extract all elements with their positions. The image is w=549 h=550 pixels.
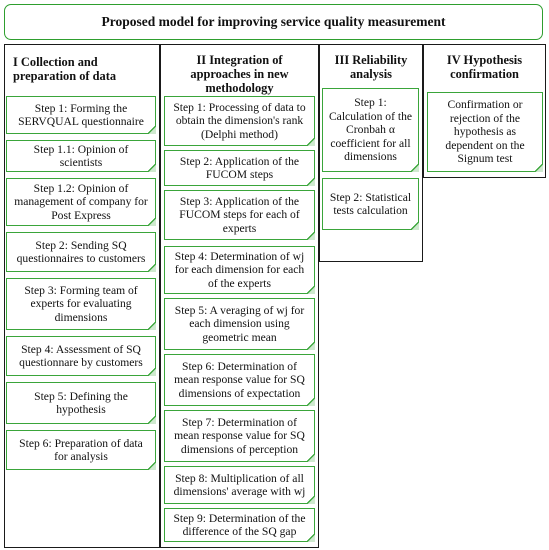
- step-box: Step 1: Forming the SERVQUAL questionnai…: [6, 96, 156, 134]
- step-box: Step 2: Application of the FUCOM steps: [164, 150, 315, 186]
- step-box: Confirmation or rejection of the hypothe…: [427, 92, 543, 172]
- column-heading: III Reliability analysis: [334, 53, 408, 81]
- step-box: Step 7: Determination of mean response v…: [164, 410, 315, 462]
- step-box: Step 5: Defining the hypothesis: [6, 382, 156, 424]
- step-box: Step 2: Statistical tests calculation: [322, 178, 419, 230]
- step-box: Step 3: Application of the FUCOM steps f…: [164, 190, 315, 240]
- step-box: Step 1.2: Opinion of management of compa…: [6, 178, 156, 226]
- step-box: Step 2: Sending SQ questionnaires to cus…: [6, 232, 156, 272]
- step-box: Step 9: Determination of the difference …: [164, 508, 315, 542]
- step-box: Step 1: Calculation of the Cronbah α coe…: [322, 88, 419, 172]
- step-box: Step 8: Multiplication of all dimensions…: [164, 466, 315, 504]
- step-box: Step 1: Processing of data to obtain the…: [164, 96, 315, 146]
- column-heading: I Collection and preparation of data: [13, 55, 117, 83]
- step-box: Step 4: Assessment of SQ questionnare by…: [6, 336, 156, 376]
- column-heading: IV Hypothesis confirmation: [446, 53, 523, 81]
- step-box: Step 6: Determination of mean response v…: [164, 354, 315, 406]
- step-box: Step 3: Forming team of experts for eval…: [6, 278, 156, 330]
- step-box: Step 6: Preparation of data for analysis: [6, 430, 156, 470]
- column-heading: II Integration of approaches in new meth…: [190, 53, 289, 95]
- diagram-title: Proposed model for improving service qua…: [4, 4, 543, 40]
- step-box: Step 4: Determination of wj for each dim…: [164, 246, 315, 294]
- step-box: Step 1.1: Opinion of scientists: [6, 140, 156, 172]
- step-box: Step 5: A veraging of wj for each dimens…: [164, 298, 315, 350]
